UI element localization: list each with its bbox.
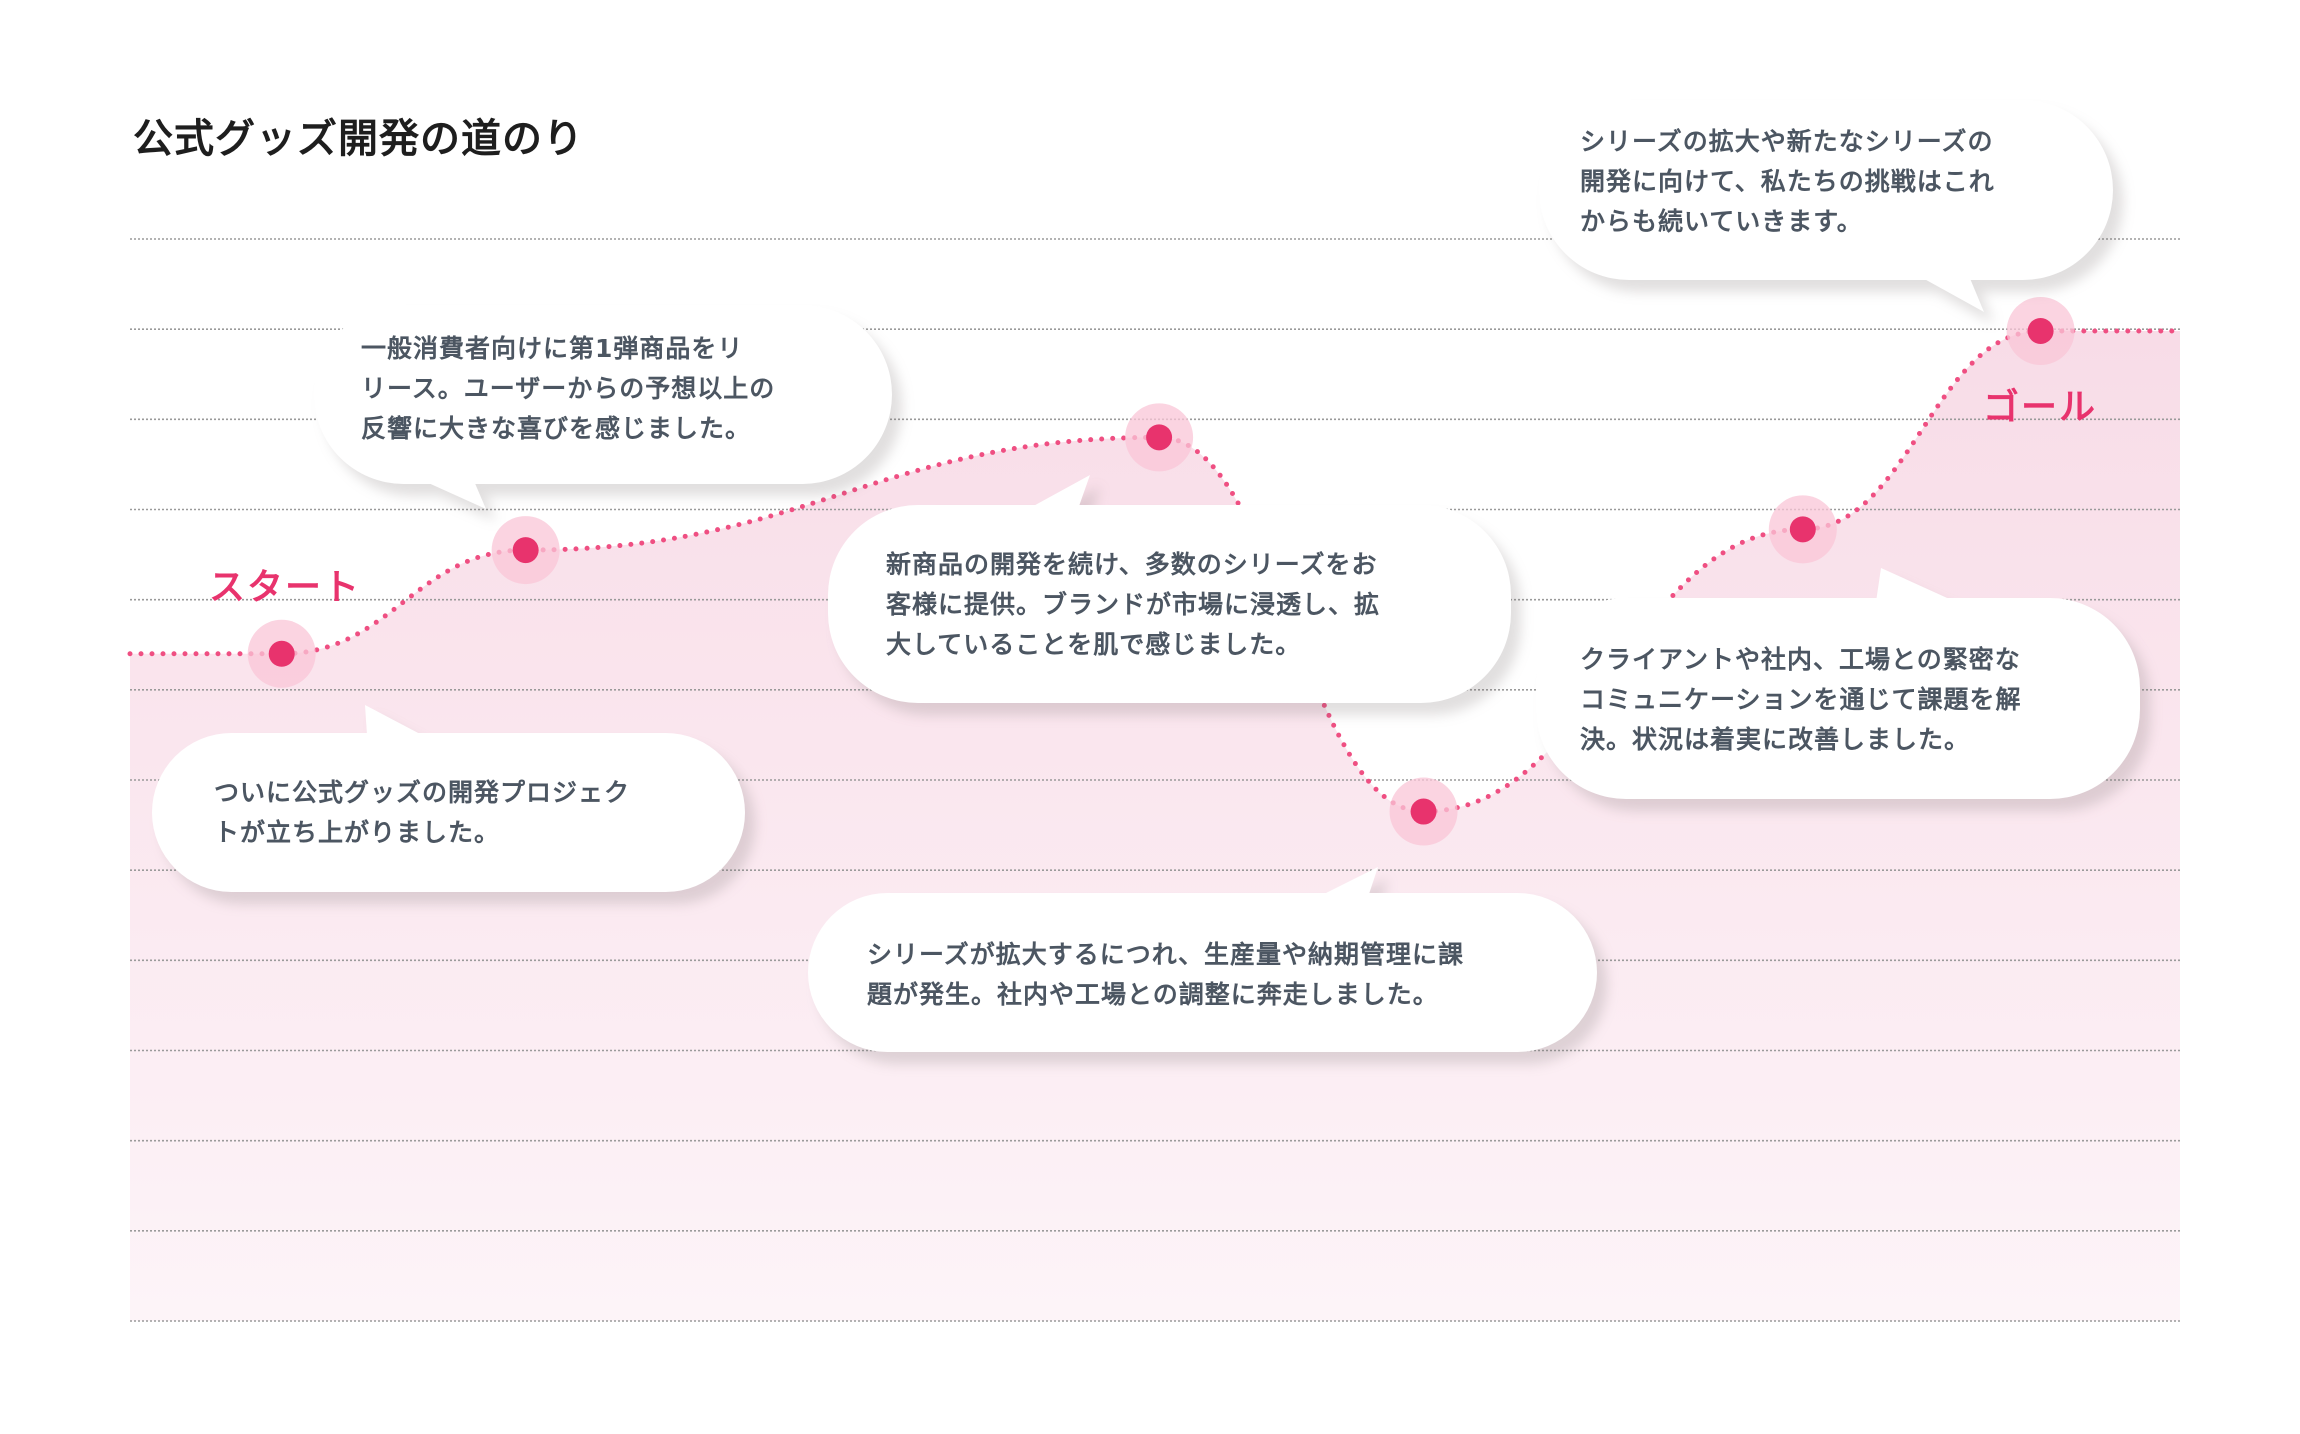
start-label: スタート (209, 567, 362, 608)
area-fill (130, 330, 2180, 1322)
bubble-text: 新商品の開発を続け、多数のシリーズをお 客様に提供。ブランドが市場に浸透し、拡 … (886, 550, 1381, 659)
speech-bubble-4: シリーズが拡大するにつれ、生産量や納期管理に課 題が発生。社内や工場との調整に奔… (808, 867, 1597, 1052)
data-point (1789, 516, 1816, 543)
bubble-tail (1028, 475, 1090, 509)
bubble-text: 一般消費者向けに第1弾商品をリ リース。ユーザーからの予想以上の 反響に大きな喜… (361, 334, 776, 443)
speech-bubble-2: 一般消費者向けに第1弾商品をリ リース。ユーザーからの予想以上の 反響に大きな喜… (314, 305, 892, 509)
data-point (512, 537, 539, 564)
bubble-tail (1919, 276, 1984, 312)
bubble-tail (1318, 867, 1378, 897)
bubble-text: シリーズの拡大や新たなシリーズの 開発に向けて、私たちの挑戦はこれ からも続いて… (1580, 127, 1995, 236)
data-point (268, 640, 295, 667)
bubble-text: ついに公式グッズの開発プロジェク トが立ち上がりました。 (214, 778, 631, 847)
bubble-text: シリーズが拡大するにつれ、生産量や納期管理に課 題が発生。社内や工場との調整に奔… (867, 940, 1465, 1009)
page-title: 公式グッズ開発の道のり (133, 116, 584, 162)
speech-bubble-1: ついに公式グッズの開発プロジェク トが立ち上がりました。 (152, 705, 745, 892)
bubble-text: クライアントや社内、工場との緊密な コミュニケーションを通じて課題を解 決。状況… (1580, 645, 2022, 754)
bubble-tail (1876, 568, 1956, 602)
speech-bubble-6: シリーズの拡大や新たなシリーズの 開発に向けて、私たちの挑戦はこれ からも続いて… (1539, 100, 2113, 312)
milestone-points (247, 296, 2075, 846)
data-point (2027, 317, 2054, 344)
data-point (1146, 424, 1173, 451)
bubble-tail (424, 481, 486, 509)
speech-bubble-3: 新商品の開発を続け、多数のシリーズをお 客様に提供。ブランドが市場に浸透し、拡 … (828, 475, 1511, 703)
speech-bubble-5: クライアントや社内、工場との緊密な コミュニケーションを通じて課題を解 決。状況… (1536, 568, 2140, 799)
data-point (1410, 798, 1437, 825)
goal-label: ゴール (1983, 387, 2098, 428)
bubble-tail (365, 705, 422, 735)
